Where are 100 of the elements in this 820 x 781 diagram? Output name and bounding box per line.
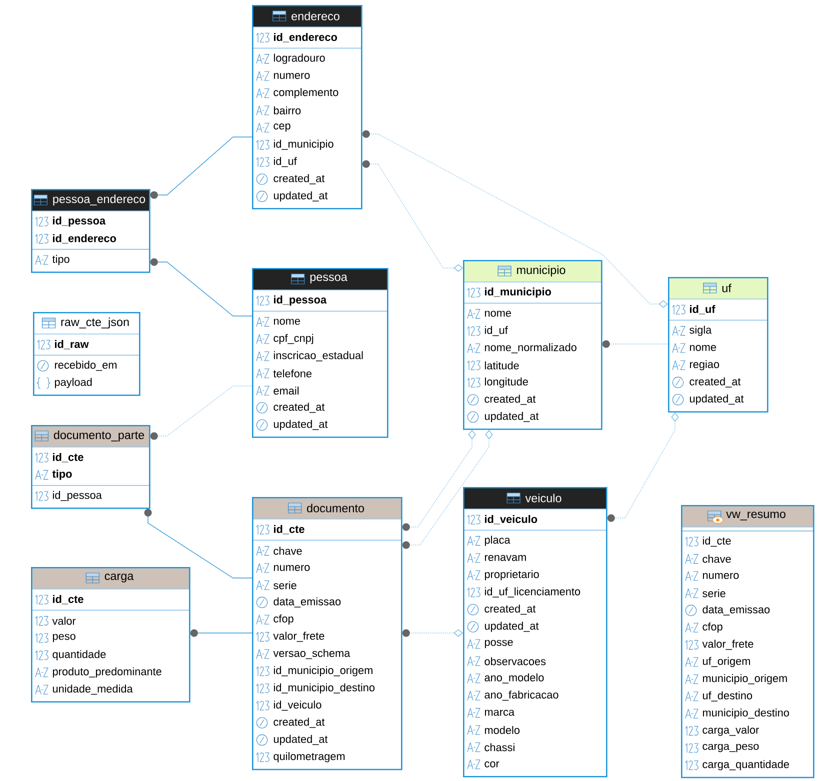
column-name: inscricao_estadual [274,351,363,362]
column-name: id_municipio [274,140,334,150]
column-name: recebido_em [54,360,116,371]
column-name: updated_at [484,622,539,632]
column-name: created_at [274,718,325,728]
key-column-name: id_municipio [485,288,552,298]
relationship-line [602,340,668,348]
column-name: valor [52,616,76,625]
column-name: logradouro [274,54,325,64]
table-title: endereco [292,12,340,20]
relationship-line [190,629,252,637]
column-name: nome [690,345,716,351]
column-name: id_uf [484,326,508,336]
column-name: id_municipio_origem [274,666,372,676]
column-name: quilometragem [274,752,345,762]
column-name: data_emissao [274,597,341,608]
column-name: id_uf [274,156,297,168]
column-name: sigla [690,326,712,336]
column-name: observacoes [484,657,546,666]
table-title: pessoa_endereco [53,194,146,206]
column-name: cor [484,761,500,768]
column-name: modelo [484,726,520,734]
entity-table [30,567,190,702]
column-name: created_at [690,377,741,388]
entity-table [680,505,814,778]
key-column-name: id_uf [690,304,716,314]
table-title: documento [307,504,364,512]
column-name: serie [274,581,296,590]
column-name: quantidade [52,650,106,660]
column-name: latitude [484,361,519,370]
column-name: cep [274,124,290,132]
key-column-name: id_veiculo [485,515,538,524]
relationship-line [150,258,252,316]
table-title: vw_resumo [726,512,786,520]
entity-table [462,487,608,778]
key-column-name: id_cte [274,525,304,534]
column-name: regiao [690,360,720,370]
relationship-line [144,508,252,578]
column-name: municipio_origem [702,674,787,684]
column-name: payload [54,378,92,388]
column-name: cfop [702,622,722,633]
table-title: carga [104,574,134,582]
relationship-line [150,136,252,199]
key-column-name: id_raw [55,340,89,350]
column-name: ano_fabricacao [484,690,558,701]
key-column-name: id_pessoa [53,216,106,227]
column-name: uf_destino [702,691,752,702]
key-column-name: id_pessoa [274,296,327,306]
column-name: email [274,386,299,395]
relationship-line [607,412,679,522]
column-name: bairro [274,106,301,114]
entity-table [668,277,768,412]
column-name: produto_predominante [52,667,162,678]
column-name: uf_origem [702,656,750,668]
column-name: updated_at [274,420,328,430]
column-name: id_pessoa [52,490,102,502]
column-name: numero [702,573,739,579]
column-name: proprietario [484,570,539,580]
column-name: cfop [274,614,294,625]
key-column-name: tipo [52,470,72,480]
column-name: complemento [274,88,338,98]
column-name: placa [484,536,510,546]
column-name: nome [484,310,511,317]
column-name: nome [274,318,300,325]
column-name: peso [52,634,76,642]
column-name: id_cte [702,536,731,547]
column-name: numero [274,73,310,79]
relationship-line [362,160,463,272]
table-title: pessoa [310,274,348,284]
key-column-name: id_cte [53,595,84,604]
table-title: veiculo [525,494,562,502]
column-name: created_at [484,394,536,405]
column-name: carga_peso [702,744,759,752]
column-name: posse [484,640,513,648]
entity-table [30,425,150,509]
column-name: municipio_destino [702,708,789,719]
entity-table [32,312,140,396]
column-name: valor_frete [273,632,324,642]
column-name: chassi [484,743,514,752]
table-title: documento_parte [54,430,144,442]
entity-table [462,260,602,430]
column-name: created_at [484,604,536,615]
key-column-name: id_cte [53,453,84,462]
relationship-line [150,386,252,440]
column-name: created_at [274,174,325,184]
column-name: created_at [274,402,325,413]
column-name: chave [274,546,302,555]
column-name: marca [484,710,515,716]
column-name: ano_modelo [484,673,544,684]
column-name: tipo [52,254,70,266]
column-name: telefone [273,369,312,378]
column-name: carga_valor [702,726,759,736]
table-title: raw_cte_json [61,318,129,328]
column-name: valor_frete [702,640,754,650]
relationship-line [402,629,463,637]
entity-table [252,497,402,770]
key-column-name: id_endereco [274,32,337,42]
entity-table [252,268,388,438]
column-name: updated_at [690,394,744,405]
entity-table [30,189,150,273]
